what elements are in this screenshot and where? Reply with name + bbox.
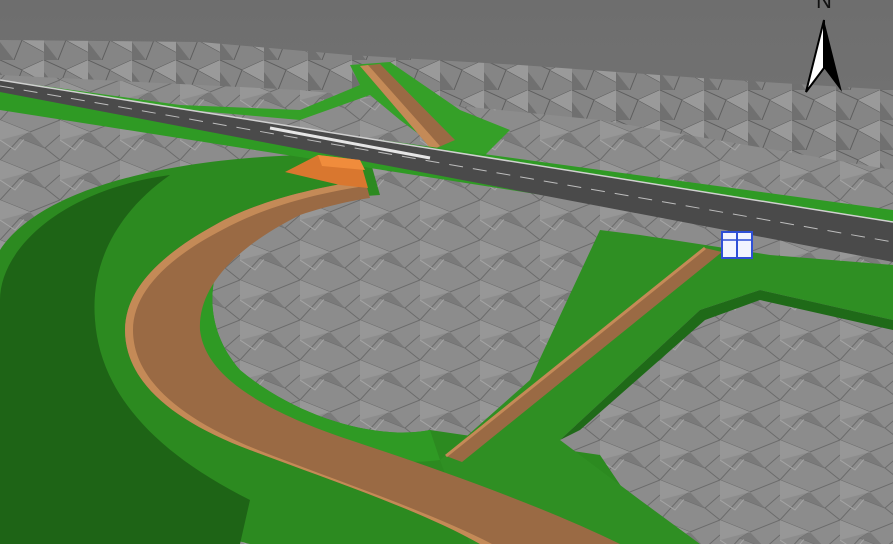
highway-barrier <box>269 126 431 160</box>
embankment-right <box>440 230 893 544</box>
compass-north-label: N <box>816 0 832 13</box>
highway-edge-line <box>0 79 893 223</box>
north-arrow-icon <box>805 19 842 93</box>
connector-road <box>446 248 722 462</box>
inner-terrain-patch <box>264 198 610 420</box>
highway-lane-line <box>0 85 893 243</box>
structure-marker-box[interactable] <box>721 231 753 259</box>
culvert-face <box>318 155 365 170</box>
embankment-left-slope <box>0 175 250 544</box>
access-road-curve <box>125 180 620 544</box>
connector-road-edge <box>445 246 706 458</box>
access-road-edge <box>125 180 492 544</box>
far-access-road-edge <box>360 65 440 150</box>
